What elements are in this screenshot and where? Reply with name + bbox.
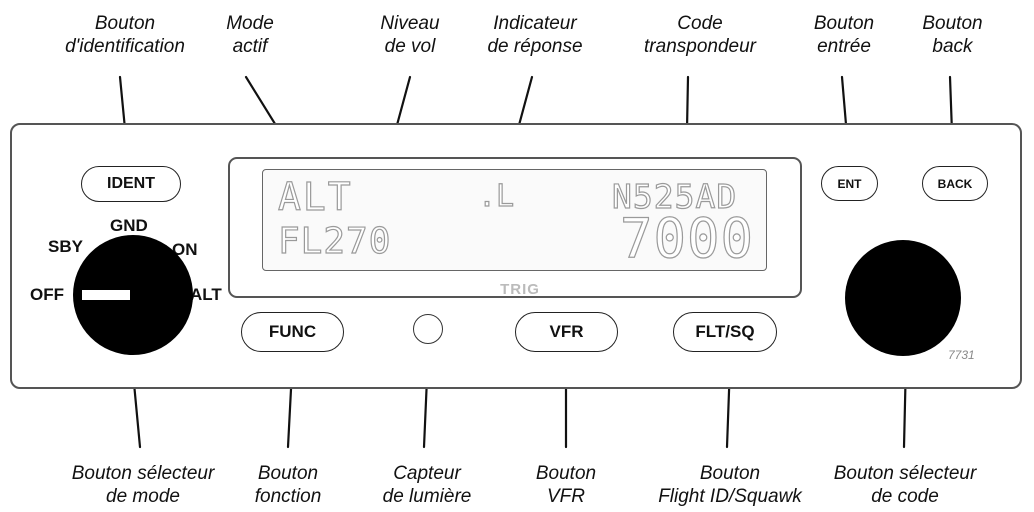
callout-back: Bouton back xyxy=(922,13,983,57)
callout-fonction: Bouton fonction xyxy=(254,463,322,507)
display-flight-level: FL270 xyxy=(277,221,392,262)
model-number: 7731 xyxy=(948,348,975,362)
callout-niveau: Niveau de vol xyxy=(380,13,440,57)
callout-selecteur-code: Bouton sélecteur de code xyxy=(833,463,977,507)
ident-button[interactable]: IDENT xyxy=(81,166,181,202)
code-selector-knob[interactable] xyxy=(843,238,963,358)
display-reply-indicator: .L xyxy=(477,179,515,214)
callout-mode-actif: Mode actif xyxy=(226,13,274,57)
callout-capteur: Capteur de lumière xyxy=(382,463,472,507)
callout-indicateur: Indicateur de réponse xyxy=(487,13,583,57)
callout-entree: Bouton entrée xyxy=(813,13,875,57)
mode-label-alt: ALT xyxy=(190,285,222,304)
callout-vfr: Bouton VFR xyxy=(535,463,597,507)
mode-label-off: OFF xyxy=(30,285,64,304)
callout-code: Code transpondeur xyxy=(644,13,756,57)
knob-pointer xyxy=(82,290,130,300)
vfr-button[interactable]: VFR xyxy=(515,312,618,352)
mode-label-on: ON xyxy=(172,240,198,259)
mode-label-gnd: GND xyxy=(110,216,148,235)
display-squawk-code: 7000 xyxy=(619,207,755,270)
func-button[interactable]: FUNC xyxy=(241,312,344,352)
mode-label-sby: SBY xyxy=(48,237,83,256)
ent-button[interactable]: ENT xyxy=(821,166,878,201)
lcd-screen xyxy=(262,169,767,271)
mode-selector-knob[interactable] xyxy=(70,232,196,358)
callout-selecteur-mode: Bouton sélecteur de mode xyxy=(71,463,215,507)
light-sensor xyxy=(413,314,443,344)
display-mode: ALT xyxy=(277,175,353,219)
back-button[interactable]: BACK xyxy=(922,166,988,201)
callout-flight-id: Bouton Flight ID/Squawk xyxy=(658,463,802,507)
flight-id-squawk-button[interactable]: FLT/SQ xyxy=(673,312,777,352)
brand-logo: TRIG xyxy=(500,281,540,298)
display-flight-id: N525AD xyxy=(611,177,738,216)
callout-ident: Bouton d'identification xyxy=(65,13,185,57)
